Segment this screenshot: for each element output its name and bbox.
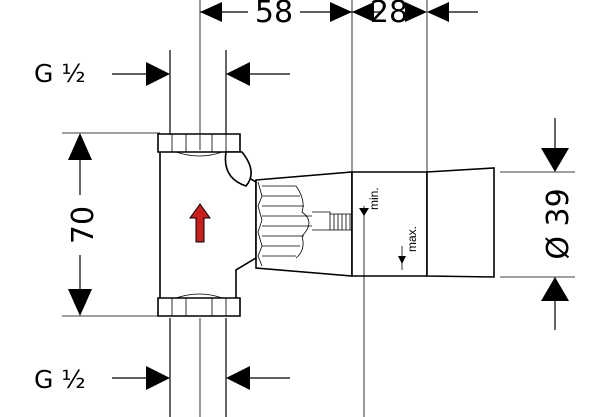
dim-diameter-39: Ø 39 — [541, 188, 576, 259]
flow-direction-arrow-icon — [189, 203, 211, 243]
thread-top-label: G ½ — [34, 59, 86, 88]
thread-dimension-bottom: G ½ — [34, 318, 290, 417]
thread-dimension-top: G ½ — [34, 50, 290, 134]
thread-bottom-label: G ½ — [34, 365, 86, 394]
diameter-dimension: Ø 39 — [500, 118, 576, 330]
dim-70: 70 — [66, 206, 101, 244]
top-dimension: 58 28 — [199, 0, 478, 172]
max-label: max. — [405, 226, 419, 252]
dim-58: 58 — [255, 0, 293, 30]
min-label: min. — [367, 187, 381, 210]
valve-body: min. max. — [157, 133, 495, 417]
dim-28: 28 — [370, 0, 408, 30]
height-dimension: 70 — [62, 132, 160, 317]
